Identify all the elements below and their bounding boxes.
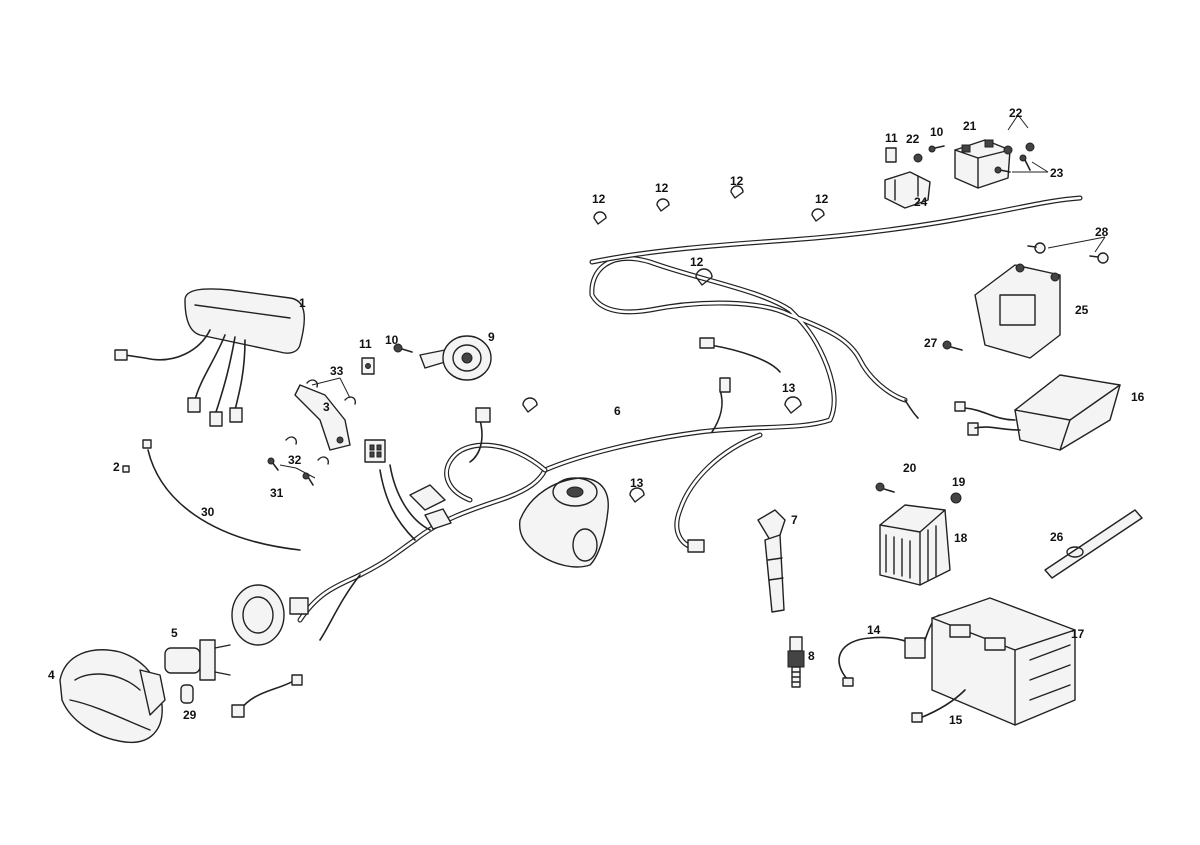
callout-10a: 10 bbox=[385, 333, 399, 347]
callout-13b: 13 bbox=[630, 476, 644, 490]
callout-24: 24 bbox=[914, 195, 928, 209]
callout-18: 18 bbox=[954, 531, 968, 545]
callout-22b: 22 bbox=[906, 132, 920, 146]
nut bbox=[950, 492, 962, 504]
relay-bracket bbox=[884, 171, 931, 209]
callout-12d: 12 bbox=[815, 192, 829, 206]
callout-9: 9 bbox=[488, 330, 495, 344]
reflector-housing bbox=[231, 584, 309, 646]
callout-1: 1 bbox=[299, 296, 306, 310]
switch-housing bbox=[518, 477, 609, 568]
callout-8: 8 bbox=[808, 649, 815, 663]
callout-3: 3 bbox=[323, 400, 330, 414]
callout-27: 27 bbox=[924, 336, 938, 350]
callout-16: 16 bbox=[1131, 390, 1145, 404]
callout-12a: 12 bbox=[592, 192, 606, 206]
parking-bulb bbox=[180, 684, 194, 704]
screw bbox=[393, 343, 413, 353]
voltage-regulator bbox=[879, 504, 951, 586]
callout-23: 23 bbox=[1050, 166, 1064, 180]
headlight-bulb bbox=[164, 639, 231, 681]
battery bbox=[931, 597, 1076, 726]
instrument-cluster bbox=[114, 288, 306, 427]
screws bbox=[928, 145, 1031, 174]
starter-relay bbox=[954, 139, 1011, 189]
callout-10b: 10 bbox=[930, 125, 944, 139]
battery-cable bbox=[838, 614, 941, 687]
bulb-socket-wire bbox=[231, 674, 303, 718]
callout-30: 30 bbox=[201, 505, 215, 519]
callout-11a: 11 bbox=[359, 337, 372, 351]
callout-12e: 12 bbox=[690, 255, 704, 269]
callout-28: 28 bbox=[1095, 225, 1109, 239]
callout-22a: 22 bbox=[1009, 106, 1023, 120]
spark-plug bbox=[787, 636, 805, 688]
callout-25: 25 bbox=[1075, 303, 1089, 317]
small-connector bbox=[122, 439, 152, 473]
callout-32: 32 bbox=[288, 453, 302, 467]
callout-7: 7 bbox=[791, 513, 798, 527]
callout-26: 26 bbox=[1050, 530, 1064, 544]
callout-19: 19 bbox=[952, 475, 966, 489]
ignition-coil bbox=[757, 509, 786, 613]
cable bbox=[147, 449, 301, 551]
clamps bbox=[593, 185, 825, 286]
headlight bbox=[59, 649, 166, 744]
clips bbox=[285, 379, 357, 465]
screw bbox=[942, 340, 963, 351]
callout-6: 6 bbox=[614, 404, 621, 418]
mounting-plate bbox=[974, 263, 1061, 359]
callout-20: 20 bbox=[903, 461, 917, 475]
callout-14: 14 bbox=[867, 623, 881, 637]
callout-12b: 12 bbox=[655, 181, 669, 195]
screw bbox=[875, 482, 895, 493]
callout-2: 2 bbox=[113, 460, 120, 474]
horn bbox=[419, 335, 492, 381]
callout-11b: 11 bbox=[885, 131, 898, 145]
callout-29: 29 bbox=[183, 708, 197, 722]
leader-lines bbox=[279, 114, 1106, 479]
nuts bbox=[913, 142, 1035, 163]
callout-21: 21 bbox=[963, 119, 977, 133]
callout-13a: 13 bbox=[782, 381, 796, 395]
bolts bbox=[1027, 242, 1109, 264]
cdi-unit bbox=[954, 374, 1121, 451]
callout-17: 17 bbox=[1071, 627, 1085, 641]
callout-31: 31 bbox=[270, 486, 284, 500]
clamps bbox=[522, 396, 802, 503]
callout-numbers: 1 2 3 4 5 6 7 8 9 10 10 11 11 12 12 12 1… bbox=[48, 106, 1145, 727]
bracket bbox=[294, 384, 351, 451]
callout-12c: 12 bbox=[730, 174, 744, 188]
screws bbox=[267, 457, 314, 486]
main-wiring-harness bbox=[297, 195, 1083, 641]
callout-33: 33 bbox=[330, 364, 344, 378]
battery-cable bbox=[911, 689, 966, 723]
clip-nut bbox=[361, 357, 375, 375]
callout-5: 5 bbox=[171, 626, 178, 640]
battery-strap bbox=[1044, 509, 1143, 579]
clip-nut bbox=[885, 147, 897, 163]
callout-4: 4 bbox=[48, 668, 55, 682]
callout-15: 15 bbox=[949, 713, 963, 727]
